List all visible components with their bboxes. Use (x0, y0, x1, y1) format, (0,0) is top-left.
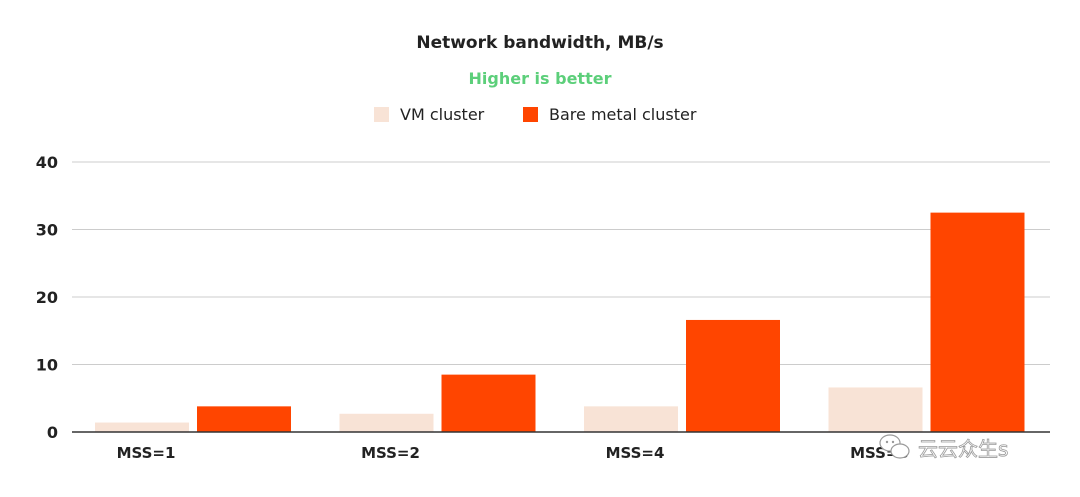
bar-vm-2 (339, 413, 434, 432)
x-category-label-3: MSS=4 (606, 444, 665, 462)
x-category-label-1: MSS=1 (117, 444, 176, 462)
y-tick-label-40: 40 (36, 153, 58, 172)
bar-bare-metal-2 (441, 374, 536, 432)
bar-bare-metal-1 (197, 406, 291, 432)
bar-vm-3 (584, 406, 678, 432)
y-tick-label-20: 20 (36, 288, 58, 307)
chart-legend: VM cluster Bare metal cluster (374, 105, 697, 124)
bar-bare-metal-3 (686, 319, 780, 432)
y-tick-label-10: 10 (36, 356, 58, 375)
grid-lines (72, 161, 1050, 365)
watermark-text: 云云众生s (918, 437, 1008, 461)
chart-title: Network bandwidth, MB/s (416, 33, 663, 53)
legend-swatch-2 (523, 107, 538, 122)
bar-bare-metal-4 (930, 212, 1025, 432)
bars-group (95, 212, 1025, 432)
legend-swatch-1 (374, 107, 389, 122)
watermark: 云云众生s (879, 434, 1009, 461)
legend-label-2: Bare metal cluster (549, 105, 697, 124)
legend-label-1: VM cluster (400, 105, 485, 124)
bar-vm-1 (95, 422, 189, 432)
y-tick-label-30: 30 (36, 221, 58, 240)
bar-vm-4 (828, 387, 923, 432)
x-category-label-2: MSS=2 (361, 444, 420, 462)
chart-subtitle: Higher is better (469, 69, 612, 88)
y-axis-ticks: 0 10 20 30 40 (36, 153, 58, 442)
y-tick-label-0: 0 (47, 423, 58, 442)
wechat-icon (879, 434, 910, 459)
